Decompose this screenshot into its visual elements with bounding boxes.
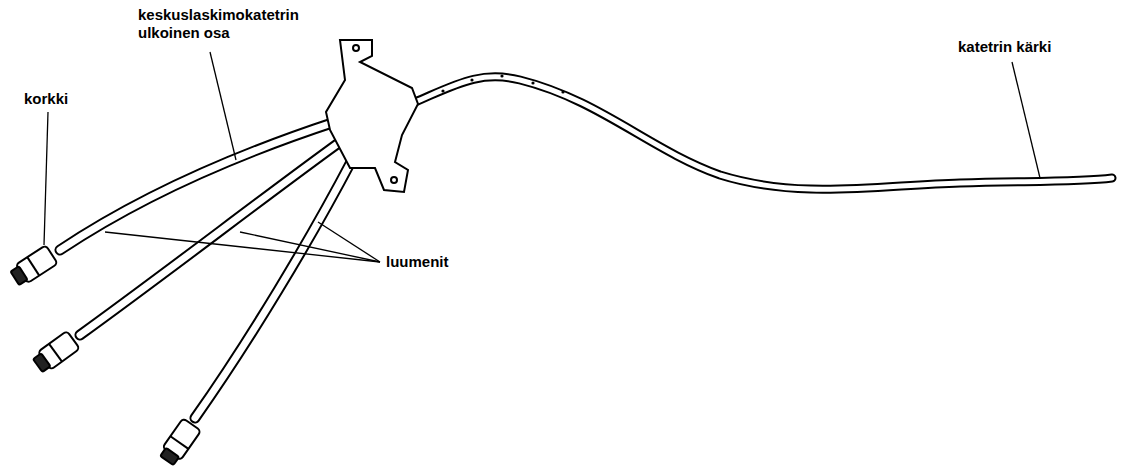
part-label: korkki <box>24 90 68 108</box>
tube-markings <box>441 74 564 93</box>
catheter-hub <box>326 40 418 192</box>
leader-line <box>318 222 380 262</box>
part-label: katetrin kärki <box>958 38 1051 56</box>
leader-line <box>1012 62 1040 178</box>
leader-lines <box>44 52 1040 262</box>
cap <box>9 245 58 287</box>
lumen-outline <box>80 142 340 335</box>
leader-line <box>240 232 380 262</box>
lumen-outline <box>60 122 335 250</box>
lumen-outline <box>195 160 352 418</box>
lumen-fill <box>195 160 352 418</box>
cap <box>31 331 80 375</box>
part-label: keskuslaskimokatetrin ulkoinen osa <box>138 6 313 42</box>
caps <box>9 245 201 467</box>
catheter-tube-outline <box>415 77 1112 189</box>
catheter-tube-fill <box>415 77 1112 189</box>
cap <box>158 418 201 467</box>
leader-line <box>44 112 48 245</box>
wing-hole <box>391 177 397 183</box>
leader-line <box>105 232 380 262</box>
catheter-drawing <box>60 77 1112 418</box>
leader-line <box>210 52 236 160</box>
wing-hole <box>353 45 359 51</box>
lumen-fill <box>80 142 340 335</box>
lumen-fill <box>60 122 335 250</box>
hub-body <box>326 40 418 192</box>
part-label: luumenit <box>386 253 449 271</box>
